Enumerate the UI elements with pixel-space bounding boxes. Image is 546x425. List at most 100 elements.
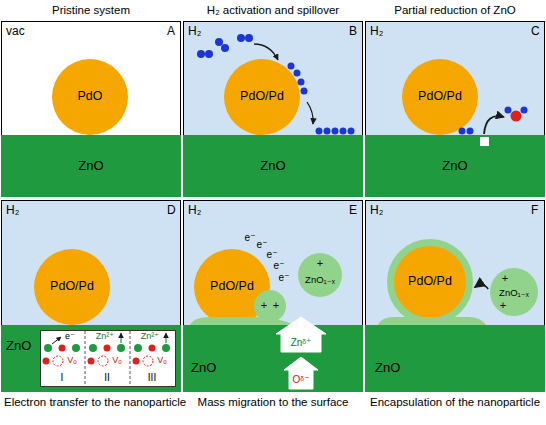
- support-label: ZnO: [260, 159, 285, 173]
- spillover-arrow: [254, 44, 278, 60]
- particle-label: PdO/Pd: [418, 90, 462, 103]
- step-number: II: [104, 373, 110, 384]
- step-number: III: [148, 373, 156, 384]
- zinc-atom: [44, 344, 52, 352]
- shape: [521, 107, 528, 114]
- panel-letter: A: [167, 25, 175, 38]
- zno-support: ZnO: [365, 325, 545, 392]
- atmosphere-label: vac: [6, 25, 25, 38]
- charge-sign: +: [273, 300, 279, 312]
- particle-label: PdO/Pd: [210, 280, 254, 293]
- shape: [298, 79, 305, 86]
- zno-cluster: ++: [254, 290, 286, 322]
- nanoparticle: PdO: [52, 59, 128, 135]
- zinc-atom: [134, 344, 142, 352]
- inset-atoms: [43, 331, 171, 386]
- panel-letter: C: [531, 25, 540, 38]
- panel-heading: Partial reduction of ZnO: [394, 4, 515, 16]
- vacancy-site: [53, 356, 63, 366]
- migration-arrow: [284, 357, 318, 389]
- shape: [215, 38, 223, 46]
- atmosphere-label: H₂: [6, 204, 19, 217]
- spillover-arrow: [307, 102, 313, 124]
- vacancy-site: [143, 356, 153, 366]
- adsorbed-hydrogen: [459, 128, 474, 135]
- panel: PdO/PdZnO+++ZnO₁₋ₓMass migration to the …: [183, 200, 363, 392]
- electron-label: e⁻: [245, 233, 256, 244]
- vacancy-label: Vₒ: [112, 356, 121, 365]
- nanoparticle: PdO/Pd: [34, 249, 110, 325]
- nanoparticle: PdO/Pd: [402, 59, 478, 135]
- defect-inset: e⁻VₒZn²⁺VₒZn²⁺VₒIIIIII: [40, 330, 176, 387]
- electron-label: e⁻: [274, 261, 285, 272]
- atmosphere-label: H₂: [188, 25, 201, 38]
- zno-cluster: +ZnO₁₋ₓ+: [490, 268, 538, 316]
- panel-letter: E: [349, 204, 357, 217]
- nanoparticle: PdO/Pd: [224, 59, 300, 135]
- water-release-arrow: [484, 116, 504, 134]
- oxygen-atom: [43, 358, 50, 365]
- oxygen-atom: [88, 358, 95, 365]
- zno-support: e⁻VₒZn²⁺VₒZn²⁺VₒIIIIIIZnO: [1, 325, 181, 392]
- shape: [197, 50, 205, 58]
- step-number: I: [61, 373, 64, 384]
- zinc-atom: [117, 344, 125, 352]
- migration-arrow: [276, 317, 326, 352]
- atmosphere-label: H₂: [370, 25, 383, 38]
- shape: [340, 128, 347, 135]
- panel-letter: B: [349, 25, 357, 38]
- charge-sign: +: [502, 273, 508, 285]
- panel-letter: F: [531, 204, 538, 217]
- shape: [511, 111, 522, 122]
- panel-heading: Electron transfer to the nanoparticle: [4, 396, 186, 408]
- electron-label: e⁻: [257, 240, 268, 251]
- zno-cluster: +ZnO₁₋ₓ: [298, 253, 342, 297]
- particle-label: PdO/Pd: [240, 90, 284, 103]
- oxygen-atom: [133, 358, 140, 365]
- zno-support: ZnO: [183, 325, 363, 392]
- shape: [348, 128, 355, 135]
- oxygen-atom: [149, 345, 156, 352]
- particle-label: PdO: [77, 90, 102, 103]
- cluster-label: ZnO₁₋ₓ: [305, 275, 335, 285]
- panel: PdO/PdZnOH₂ activation and spilloverH₂B: [183, 21, 363, 197]
- panel-heading: Mass migration to the surface: [198, 396, 349, 408]
- shape: [245, 34, 253, 42]
- water-molecule: [505, 107, 528, 122]
- support-label: ZnO: [442, 159, 467, 173]
- oxygen-atom: [104, 345, 111, 352]
- shape: [237, 34, 245, 42]
- migration-connector: [475, 284, 488, 289]
- particle-label: PdO/Pd: [50, 280, 94, 293]
- support-label: ZnO: [78, 159, 103, 173]
- shape: [221, 44, 229, 52]
- panel: PdOZnOPristine systemvacA: [1, 21, 181, 197]
- charge-sign: +: [261, 300, 267, 312]
- zno-support: ZnO: [365, 135, 545, 197]
- shape: [324, 128, 331, 135]
- shape: [459, 128, 466, 135]
- panel: PdO/PdZnOPartial reduction of ZnOH₂C: [365, 21, 545, 197]
- support-label: ZnO: [6, 339, 31, 353]
- ion-arrow: [120, 333, 121, 343]
- ion-label: Zn²⁺: [96, 332, 114, 341]
- shape: [294, 70, 301, 77]
- particle-label: PdO/Pd: [408, 275, 452, 288]
- shape: [288, 63, 295, 70]
- hydrogen-molecules: [197, 34, 355, 135]
- ion-label: Oᵟ⁻: [293, 375, 310, 386]
- shape: [316, 128, 323, 135]
- shape: [205, 50, 213, 58]
- panel: PdO/PdZnO+ZnO₁₋ₓ+Encapsulation of the na…: [365, 200, 545, 392]
- panel-heading: Pristine system: [52, 4, 130, 16]
- connectors: [475, 284, 488, 289]
- vacancy-label: Vₒ: [67, 356, 76, 365]
- zno-support: ZnO: [183, 135, 363, 197]
- panel-heading: Encapsulation of the nanoparticle: [370, 396, 540, 408]
- shape: [332, 128, 339, 135]
- electron-label: e⁻: [267, 250, 278, 261]
- atmosphere-label: H₂: [370, 204, 383, 217]
- charge-sign: +: [500, 300, 506, 312]
